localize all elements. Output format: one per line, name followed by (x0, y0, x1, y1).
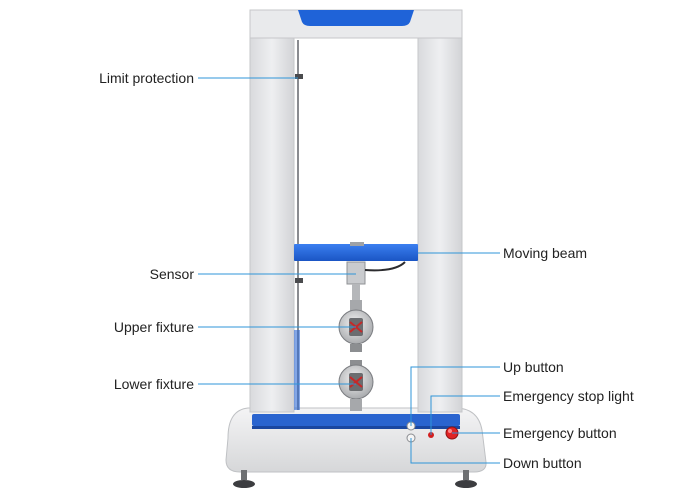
moving-beam (294, 242, 418, 261)
label-upper-fixture: Upper fixture (113, 319, 194, 335)
leader-emergency-stop-light (430, 395, 500, 435)
label-moving-beam: Moving beam (503, 245, 588, 261)
limit-rod (294, 40, 303, 410)
leveling-foot-left (233, 470, 255, 488)
right-column (417, 9, 463, 413)
lower-fixture (338, 360, 374, 411)
leader-up-button (410, 366, 500, 426)
label-limit-protection: Limit protection (99, 70, 194, 86)
label-lower-fixture: Lower fixture (113, 376, 194, 392)
leader-down-button (410, 438, 500, 464)
label-up-button: Up button (503, 359, 564, 375)
upper-fixture (338, 300, 374, 352)
leveling-foot-right (455, 470, 477, 488)
label-emergency-stop-light: Emergency stop light (503, 388, 634, 404)
leader-lines (198, 77, 500, 464)
top-crossbeam (249, 9, 463, 39)
sensor (346, 261, 406, 300)
machine-base (225, 407, 487, 488)
label-sensor: Sensor (149, 266, 194, 282)
left-column (249, 9, 295, 413)
label-emergency-button: Emergency button (503, 425, 617, 441)
label-down-button: Down button (503, 455, 582, 471)
